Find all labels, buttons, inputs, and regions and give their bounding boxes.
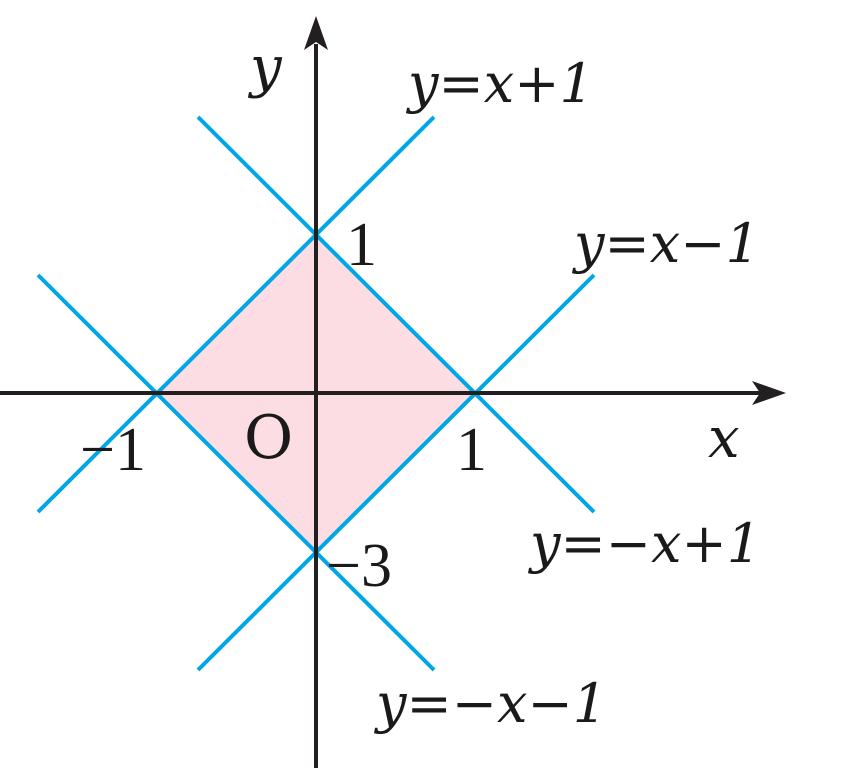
line-y-eq-neg-x-minus-1 [36,273,436,672]
line-y-eq-x-plus-1 [36,115,436,514]
y-axis-label: y [247,35,283,100]
line-y-eq-x-minus-1 [196,273,596,672]
x-axis-label: x [708,406,740,471]
equation-label-y-eq-x-minus-1: y=x−1 [572,212,760,275]
tick-label-x-neg-1: −1 [80,416,146,484]
equation-label-y-eq-neg-x-plus-1: y=−x+1 [528,512,761,575]
origin-label: O [244,403,293,473]
equation-label-y-eq-x-plus-1: y=x+1 [406,52,594,115]
x-axis-arrowhead [752,381,786,405]
tick-label-y-1: 1 [346,211,377,279]
equation-label-y-eq-neg-x-minus-1: y=−x−1 [374,672,607,735]
y-axis-arrowhead [304,16,328,50]
tick-label-x-1: 1 [456,416,487,484]
tick-label-y-neg-3: −3 [326,532,392,600]
line-y-eq-neg-x-plus-1 [196,115,596,514]
